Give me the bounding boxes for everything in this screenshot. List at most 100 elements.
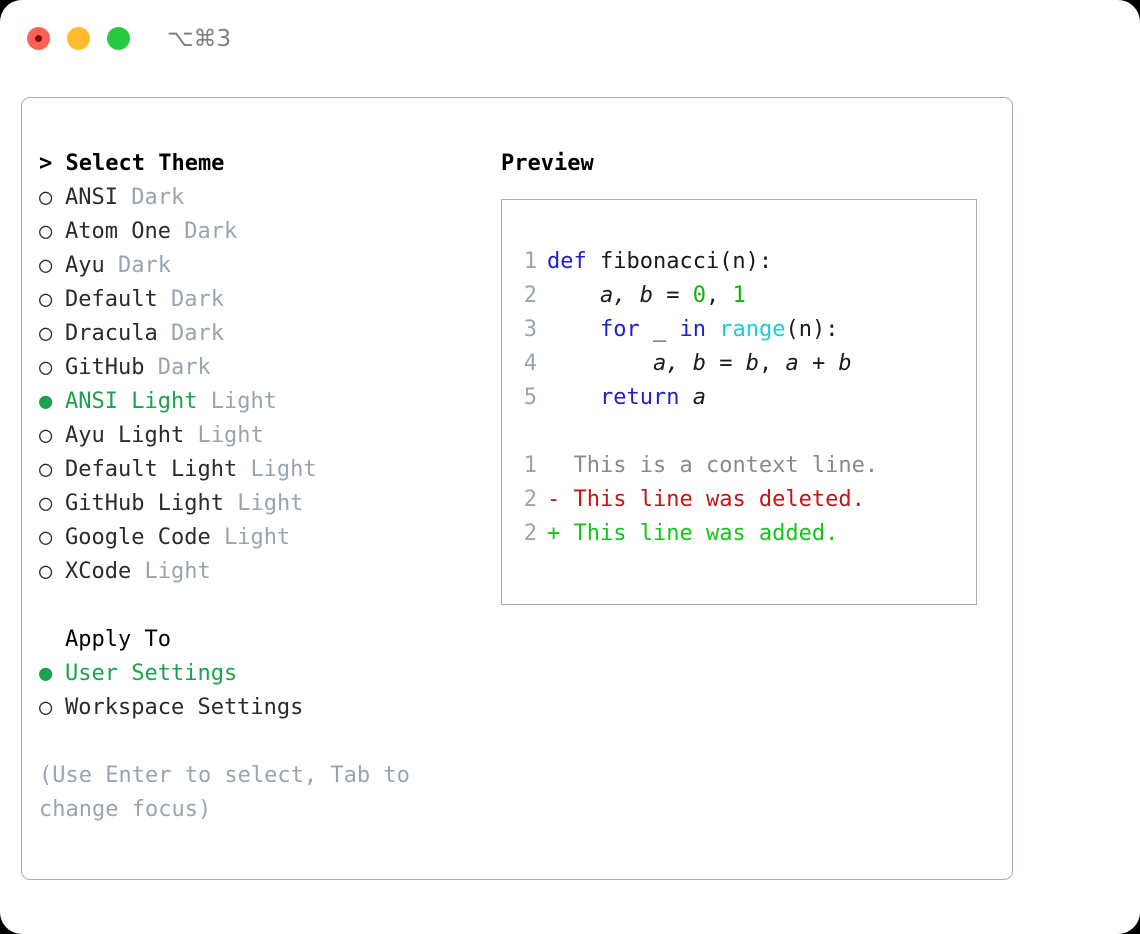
title-bar: ⌥⌘3 (0, 0, 1140, 78)
code-line: 3 for _ in range(n): (515, 313, 972, 347)
code-token-num: 1 (732, 283, 746, 308)
theme-option-variant: Dark (184, 219, 238, 244)
code-token-plain (547, 351, 653, 376)
theme-option-ayu-light[interactable]: ○ Ayu Light Light (39, 419, 499, 453)
code-token-kw: return (599, 385, 680, 410)
radio-unselected-icon: ○ (39, 253, 53, 278)
radio-unselected-icon: ○ (39, 355, 53, 380)
code-token-num: 0 (692, 283, 706, 308)
code-token-plain (547, 317, 600, 342)
code-token-plain: = (705, 351, 746, 376)
apply-to-option-user-settings[interactable]: ●User Settings (39, 657, 499, 691)
maximize-button[interactable] (107, 27, 130, 50)
preview-column: Preview 1 def fibonacci(n): 2 a, b = 0, 1 3… (501, 147, 1001, 605)
preview-code-box: 1 def fibonacci(n): 2 a, b = 0, 1 3 for _ i… (501, 199, 977, 605)
minimize-button[interactable] (67, 27, 90, 50)
theme-option-label: Default (65, 287, 158, 312)
apply-to-header: Apply To (65, 627, 171, 652)
diff-line-number: 2 (523, 521, 537, 546)
close-button[interactable] (27, 27, 50, 50)
panel-columns: > Select Theme ○ANSI Dark○Atom One Dark○… (22, 98, 1012, 879)
theme-option-default-light[interactable]: ○Default Light Light (39, 453, 499, 487)
theme-option-label: Default Light (65, 457, 238, 482)
theme-option-atom-one[interactable]: ○ Atom One Dark (39, 215, 499, 249)
code-token-kw: for (599, 317, 640, 342)
diff-line-text: This line was added. (573, 521, 839, 546)
theme-option-label: Atom One (65, 219, 171, 244)
diff-marker: + (547, 521, 574, 546)
main-panel: > Select Theme ○ANSI Dark○Atom One Dark○… (21, 97, 1013, 880)
keyboard-shortcut-label: ⌥⌘3 (167, 26, 232, 52)
code-token-var: a, b (599, 283, 653, 308)
theme-list[interactable]: ○ANSI Dark○Atom One Dark○Ayu Dark○Defaul… (39, 181, 499, 589)
list-spacer (39, 589, 499, 623)
diff-line-number: 1 (523, 453, 537, 478)
theme-option-label: XCode (65, 559, 132, 584)
diff-line-text: This line was deleted. (573, 487, 865, 512)
code-token-var: a + b (785, 351, 852, 376)
keyboard-hint: (Use Enter to select, Tab to change focu… (39, 763, 410, 822)
radio-unselected-icon: ○ (39, 559, 53, 584)
code-line: 5 return a (515, 381, 972, 415)
code-line-number: 2 (523, 283, 537, 308)
code-token-var: a (692, 385, 706, 410)
radio-unselected-icon: ○ (39, 491, 53, 516)
diff-line-number: 2 (523, 487, 537, 512)
diff-line-added: 2 + This line was added. (515, 517, 972, 551)
code-token-var: b (745, 351, 759, 376)
apply-to-option-workspace-settings[interactable]: ○Workspace Settings (39, 691, 499, 725)
apply-to-list[interactable]: ●User Settings○Workspace Settings (39, 657, 499, 725)
theme-option-ansi-light[interactable]: ●ANSI Light Light (39, 385, 499, 419)
code-token-plain (547, 283, 600, 308)
radio-selected-icon: ● (39, 389, 53, 414)
radio-unselected-icon: ○ (39, 321, 53, 346)
theme-option-google-code[interactable]: ○Google Code Light (39, 521, 499, 555)
code-line-number: 4 (523, 351, 537, 376)
code-token-plain: , (758, 351, 786, 376)
theme-option-default[interactable]: ○ Default Dark (39, 283, 499, 317)
diff-sample: 1 This is a context line.2- This line wa… (515, 449, 972, 551)
theme-option-variant: Light (237, 491, 304, 516)
theme-option-xcode[interactable]: ○XCode Light (39, 555, 499, 589)
code-token-fn: range (719, 317, 786, 342)
theme-option-variant: Dark (170, 287, 224, 312)
code-sample: 1 def fibonacci(n): 2 a, b = 0, 1 3 for _ i… (515, 245, 972, 415)
theme-option-github[interactable]: ○GitHub Dark (39, 351, 499, 385)
theme-option-label: Ayu (65, 253, 105, 278)
theme-option-variant: Light (197, 423, 264, 448)
code-line-number: 3 (523, 317, 537, 342)
theme-option-dracula[interactable]: ○ Dracula Dark (39, 317, 499, 351)
theme-option-ansi[interactable]: ○ ANSI Dark (39, 181, 499, 215)
code-token-kw: in (679, 317, 706, 342)
code-line: 4 a, b = b, a + b (515, 347, 972, 381)
theme-option-label: Dracula (65, 321, 158, 346)
theme-option-github-light[interactable]: ○GitHub Light Light (39, 487, 499, 521)
preview-header: Preview (501, 151, 594, 176)
code-token-plain: = (652, 283, 693, 308)
code-token-plain (706, 317, 719, 342)
preview-code-inner: 1 def fibonacci(n): 2 a, b = 0, 1 3 for _ i… (515, 245, 972, 551)
radio-unselected-icon: ○ (39, 185, 53, 210)
theme-selector-column: > Select Theme ○ANSI Dark○Atom One Dark○… (39, 147, 499, 827)
theme-option-label: ANSI (65, 185, 118, 210)
theme-option-ayu[interactable]: ○ Ayu Dark (39, 249, 499, 283)
theme-option-variant: Dark (118, 253, 171, 278)
select-theme-header: > Select Theme (39, 151, 225, 176)
code-token-plain (547, 385, 600, 410)
radio-unselected-icon: ○ (39, 423, 53, 448)
diff-marker (547, 453, 574, 478)
radio-unselected-icon: ○ (39, 287, 53, 312)
code-token-plain: fibonacci(n): (599, 249, 773, 274)
code-token-plain: , (705, 283, 733, 308)
theme-option-variant: Dark (170, 321, 224, 346)
code-token-kw: def (547, 249, 600, 274)
theme-option-label: Ayu Light (65, 423, 185, 448)
code-line-number: 1 (523, 249, 537, 274)
radio-unselected-icon: ○ (39, 525, 53, 550)
code-token-plain (679, 385, 692, 410)
radio-unselected-icon: ○ (39, 219, 53, 244)
theme-option-label: Google Code (65, 525, 211, 550)
apply-to-option-label: Workspace Settings (65, 695, 304, 720)
theme-option-variant: Dark (131, 185, 185, 210)
